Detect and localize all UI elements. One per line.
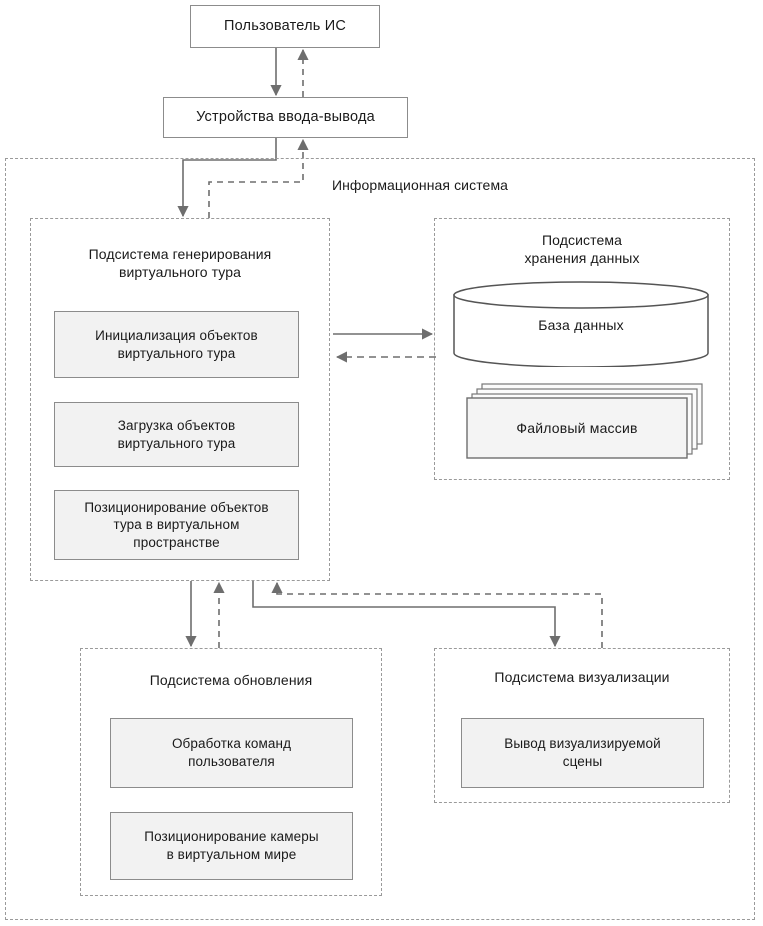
block-position-camera[interactable]: Позиционирование камеры в виртуальном ми… xyxy=(110,812,353,880)
block-position-camera-label: Позиционирование камеры в виртуальном ми… xyxy=(144,829,319,862)
node-database[interactable]: База данных xyxy=(452,281,710,368)
storage-subsystem-title: Подсистема хранения данных xyxy=(524,232,640,267)
container-generation-subsystem xyxy=(30,218,330,581)
node-io-devices[interactable]: Устройства ввода-вывода xyxy=(163,97,408,138)
container-visualization-subsystem xyxy=(434,648,730,803)
node-file-array-label: Файловый массив xyxy=(516,420,638,436)
node-database-label: База данных xyxy=(538,317,624,333)
database-cylinder-icon xyxy=(453,281,709,368)
file-stack-icon xyxy=(466,383,703,459)
node-io-devices-label: Устройства ввода-вывода xyxy=(196,109,375,126)
update-subsystem-title: Подсистема обновления xyxy=(149,672,313,688)
block-init-virtual-tour-objects[interactable]: Инициализация объектов виртуального тура xyxy=(54,311,299,378)
generation-subsystem-title: Подсистема генерирования виртуального ту… xyxy=(88,246,272,281)
container-storage-subsystem xyxy=(434,218,730,480)
container-update-subsystem xyxy=(80,648,382,896)
node-user-label: Пользователь ИС xyxy=(223,18,347,35)
block-load-virtual-tour-objects-label: Загрузка объектов виртуального тура xyxy=(117,417,236,451)
visualization-subsystem-title: Подсистема визуализации xyxy=(494,669,670,685)
block-render-scene-output[interactable]: Вывод визуализируемой сцены xyxy=(461,718,704,788)
container-information-system xyxy=(5,158,755,920)
block-render-scene-output-label: Вывод визуализируемой сцены xyxy=(504,736,661,769)
block-process-user-commands[interactable]: Обработка команд пользователя xyxy=(110,718,353,788)
block-position-tour-objects[interactable]: Позиционирование объектов тура в виртуал… xyxy=(54,490,299,560)
node-user[interactable]: Пользователь ИС xyxy=(190,5,380,48)
block-init-virtual-tour-objects-label: Инициализация объектов виртуального тура xyxy=(95,327,258,361)
information-system-title: Информационная система xyxy=(331,177,509,193)
block-load-virtual-tour-objects[interactable]: Загрузка объектов виртуального тура xyxy=(54,402,299,467)
block-process-user-commands-label: Обработка команд пользователя xyxy=(171,736,292,769)
block-position-tour-objects-label: Позиционирование объектов тура в виртуал… xyxy=(84,499,269,550)
node-file-array[interactable]: Файловый массив xyxy=(466,382,704,460)
